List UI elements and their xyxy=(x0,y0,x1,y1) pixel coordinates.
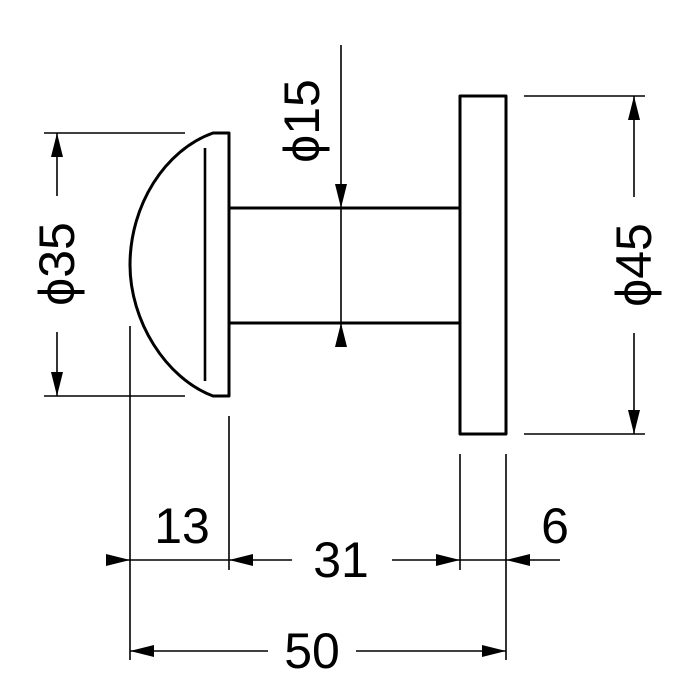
arrow-shaft-diameter-top xyxy=(335,184,347,208)
label-bg-rose-diameter xyxy=(609,197,659,333)
label-shaft-diameter: ϕ15 xyxy=(274,79,330,163)
arrow-shaft-diameter-bottom xyxy=(335,323,347,347)
arrow-overall-left xyxy=(130,645,154,657)
arrow-rose-thickness-right xyxy=(506,554,530,566)
shaft xyxy=(227,206,464,325)
arrow-knob-depth-right xyxy=(229,554,253,566)
label-overall-length: 50 xyxy=(284,623,340,679)
label-rose-thickness: 6 xyxy=(541,498,569,554)
arrow-rose-diameter-top xyxy=(628,96,640,120)
rose-plate xyxy=(458,94,508,436)
label-bg-shaft-length xyxy=(292,532,392,588)
arrow-knob-diameter-bottom xyxy=(51,372,63,396)
arrow-knob-depth-left xyxy=(106,554,130,566)
label-bg-overall xyxy=(268,624,356,680)
label-knob-depth: 13 xyxy=(154,498,210,554)
arrow-shaft-length-right xyxy=(436,554,460,566)
label-knob-diameter: ϕ35 xyxy=(29,222,85,306)
arrow-overall-right xyxy=(482,645,506,657)
arrow-rose-diameter-bottom xyxy=(628,410,640,434)
knob-dome xyxy=(128,131,231,398)
label-shaft-length: 31 xyxy=(313,532,369,588)
label-rose-diameter: ϕ45 xyxy=(606,223,662,307)
label-bg-knob-diameter xyxy=(32,196,82,332)
arrow-knob-diameter-top xyxy=(51,133,63,157)
